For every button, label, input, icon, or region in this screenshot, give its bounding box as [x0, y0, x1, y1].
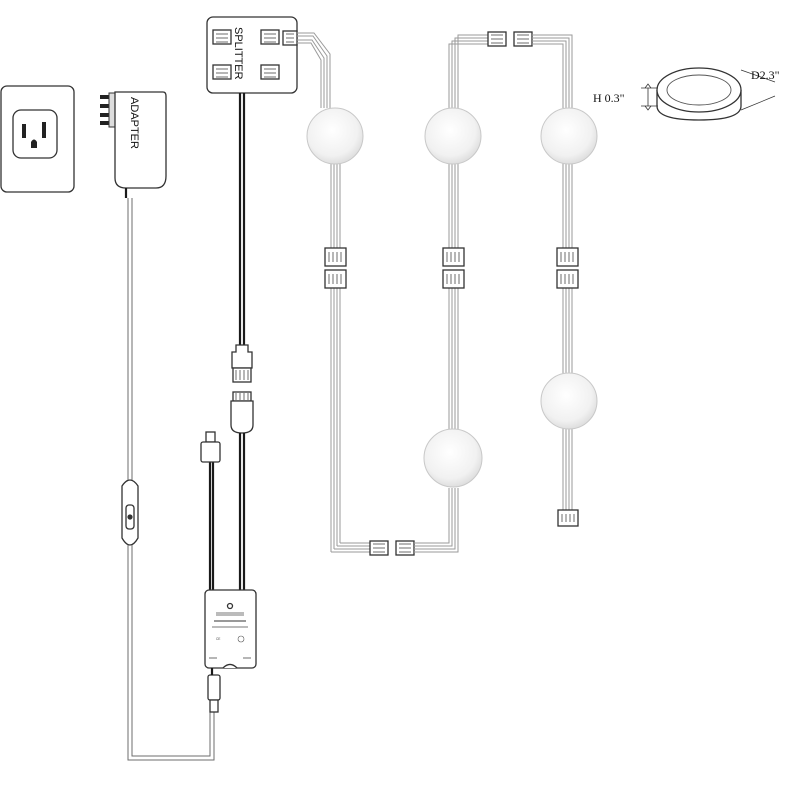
- adapter-plug-icon: [100, 92, 116, 128]
- puck-light: [540, 372, 598, 430]
- dimension-drawing: H 0.3" D2.3": [593, 67, 780, 121]
- adapter-cable: [127, 198, 215, 761]
- splitter-label: SPLITTER: [232, 27, 244, 80]
- diameter-dimension-label: D2.3": [751, 68, 780, 82]
- wall-outlet-icon: [0, 85, 75, 193]
- svg-text:CE: CE: [216, 637, 220, 641]
- splitter: SPLITTER: [206, 16, 298, 94]
- adapter: ADAPTER: [100, 91, 167, 198]
- adapter-label: ADAPTER: [128, 97, 140, 149]
- height-dimension-label: H 0.3": [593, 91, 625, 105]
- auxiliary-connector: [200, 431, 221, 463]
- puck-light: [423, 428, 483, 488]
- dc-plug-icon: [207, 668, 221, 713]
- lead-wire: [297, 32, 331, 108]
- inline-connector: [230, 344, 254, 434]
- controller-cable: [208, 433, 246, 590]
- top-connector: [487, 31, 533, 47]
- run-3-wire: [532, 34, 573, 510]
- splitter-port: [212, 29, 280, 80]
- inline-switch-icon: [121, 479, 139, 546]
- mid-connector: [324, 247, 579, 289]
- end-connector: [557, 509, 579, 527]
- run-1-wire: [330, 162, 370, 553]
- puck-light: [306, 107, 364, 165]
- remote-controller-icon: CE: [204, 589, 257, 669]
- light-chain: [297, 31, 598, 556]
- puck-light: [424, 107, 482, 165]
- puck-light: [540, 107, 598, 165]
- bottom-connector: [369, 540, 415, 556]
- splitter-cable: [238, 93, 246, 345]
- run-2-wire: [414, 34, 488, 553]
